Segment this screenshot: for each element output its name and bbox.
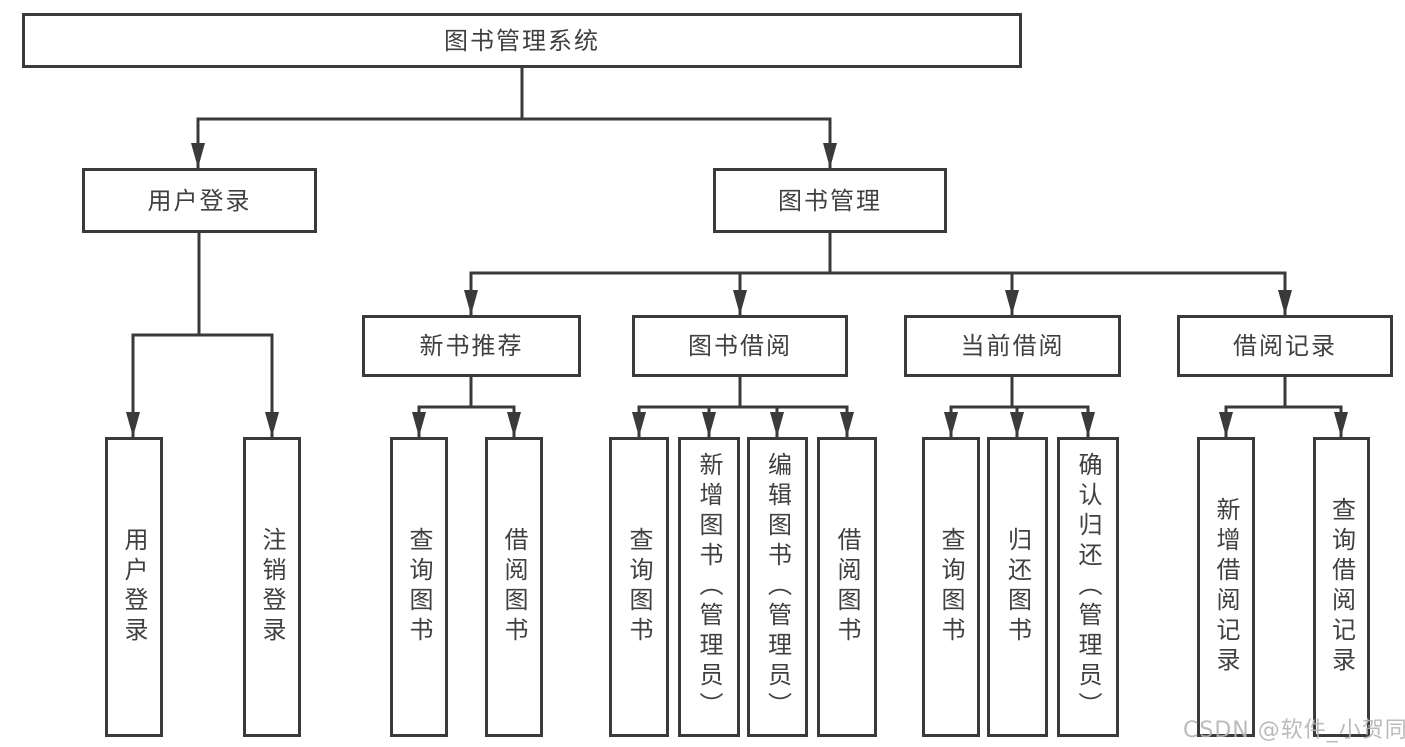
leaf-borrow-books: 借阅图书 <box>817 437 877 737</box>
node-label: 编辑图书（管理员） <box>763 452 792 722</box>
leaf-query-books-current: 查询图书 <box>922 437 980 737</box>
node-label: 图书管理 <box>778 186 882 215</box>
leaf-add-borrow-record: 新增借阅记录 <box>1197 437 1255 737</box>
node-label: 图书管理系统 <box>444 26 600 55</box>
leaf-edit-books-admin: 编辑图书（管理员） <box>747 437 808 737</box>
leaf-confirm-return-admin: 确认归还（管理员） <box>1057 437 1119 737</box>
csdn-watermark: CSDN @软件_小贺同学 <box>1183 718 1405 743</box>
node-user-login: 用户登录 <box>82 168 317 233</box>
node-label: 借阅图书 <box>500 527 528 647</box>
node-label: 新书推荐 <box>419 332 524 360</box>
leaf-query-borrow-record: 查询借阅记录 <box>1313 437 1370 737</box>
node-label: 查询图书 <box>937 527 965 647</box>
node-label: 用户登录 <box>120 527 148 647</box>
leaf-query-books-recommend: 查询图书 <box>390 437 448 737</box>
node-label: 查询借阅记录 <box>1327 497 1356 677</box>
node-library-management-system: 图书管理系统 <box>22 13 1022 68</box>
leaf-user-login: 用户登录 <box>105 437 163 737</box>
node-label: 借阅记录 <box>1233 332 1337 360</box>
node-label: 新增借阅记录 <box>1212 497 1240 677</box>
node-label: 新增图书（管理员） <box>695 452 723 722</box>
node-label: 图书借阅 <box>688 332 792 360</box>
node-label: 用户登录 <box>147 186 252 215</box>
node-book-borrowing: 图书借阅 <box>632 315 848 377</box>
node-label: 借阅图书 <box>833 527 861 647</box>
node-label: 归还图书 <box>1003 527 1032 647</box>
leaf-query-books-borrow: 查询图书 <box>609 437 669 737</box>
leaf-return-books: 归还图书 <box>987 437 1048 737</box>
leaf-borrow-books-recommend: 借阅图书 <box>485 437 543 737</box>
node-borrowing-records: 借阅记录 <box>1177 315 1393 377</box>
node-current-borrowing: 当前借阅 <box>904 315 1121 377</box>
node-label: 查询图书 <box>405 527 433 647</box>
node-book-management: 图书管理 <box>713 168 947 233</box>
leaf-logout: 注销登录 <box>243 437 301 737</box>
node-new-book-recommendation: 新书推荐 <box>362 315 581 377</box>
node-label: 确认归还（管理员） <box>1074 452 1102 722</box>
node-label: 当前借阅 <box>960 332 1065 360</box>
node-label: 查询图书 <box>625 527 653 647</box>
node-label: 注销登录 <box>258 527 286 647</box>
leaf-add-books-admin: 新增图书（管理员） <box>678 437 740 737</box>
